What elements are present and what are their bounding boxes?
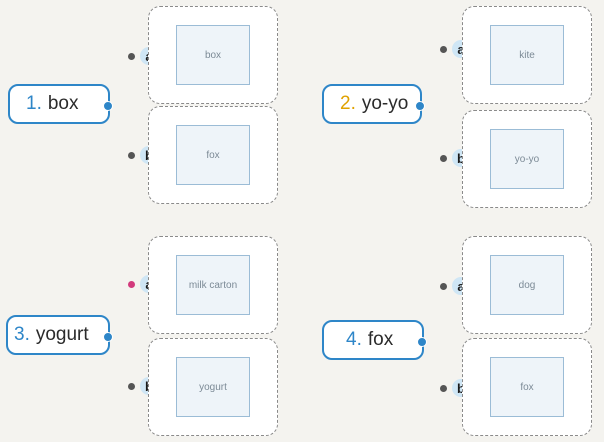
picture-label: kite [519, 49, 535, 61]
word-box-3[interactable]: 3. yogurt [6, 315, 113, 355]
connector-dot[interactable] [415, 101, 425, 111]
item-number: 1. [26, 93, 42, 114]
picture-card[interactable]: milk carton [148, 236, 278, 334]
picture-box: box [176, 25, 250, 85]
picture-label: dog [518, 279, 536, 291]
item-number: 4. [346, 329, 362, 350]
picture-card[interactable]: yogurt [148, 338, 278, 436]
option-dot [440, 282, 447, 290]
item-number: 2. [340, 93, 356, 114]
picture-box: kite [490, 25, 564, 85]
connector-dot[interactable] [103, 332, 113, 342]
item-word: fox [367, 329, 394, 350]
item-word: box [47, 93, 79, 114]
picture-label: box [204, 49, 222, 61]
picture-box: fox [490, 357, 564, 417]
picture-card[interactable]: fox [462, 338, 592, 436]
word-box-2[interactable]: 2. yo-yo [322, 84, 425, 124]
picture-box: fox [176, 125, 250, 185]
picture-card[interactable]: fox [148, 106, 278, 204]
option-dot [440, 45, 447, 53]
option-dot [440, 154, 447, 162]
connector-dot[interactable] [417, 337, 427, 347]
picture-box: yogurt [176, 357, 250, 417]
picture-label: yo-yo [514, 153, 540, 165]
item-word: yo-yo [361, 93, 409, 114]
picture-box: dog [490, 255, 564, 315]
option-dot [128, 382, 135, 390]
option-dot [128, 151, 135, 159]
item-word: yogurt [35, 324, 89, 345]
picture-box: milk carton [176, 255, 250, 315]
picture-label: yogurt [199, 381, 227, 393]
picture-card[interactable]: box [148, 6, 278, 104]
connector-dot[interactable] [103, 101, 113, 111]
picture-box: yo-yo [490, 129, 564, 189]
picture-card[interactable]: yo-yo [462, 110, 592, 208]
word-box-1[interactable]: 1. box [8, 84, 113, 124]
picture-card[interactable]: dog [462, 236, 592, 334]
option-dot [128, 52, 135, 60]
item-number: 3. [14, 324, 30, 345]
option-dot [128, 280, 135, 288]
word-box-4[interactable]: 4. fox [322, 320, 427, 360]
picture-label: fox [520, 381, 534, 393]
option-dot [440, 384, 447, 392]
picture-card[interactable]: kite [462, 6, 592, 104]
picture-label: milk carton [188, 279, 238, 291]
picture-label: fox [206, 149, 220, 161]
